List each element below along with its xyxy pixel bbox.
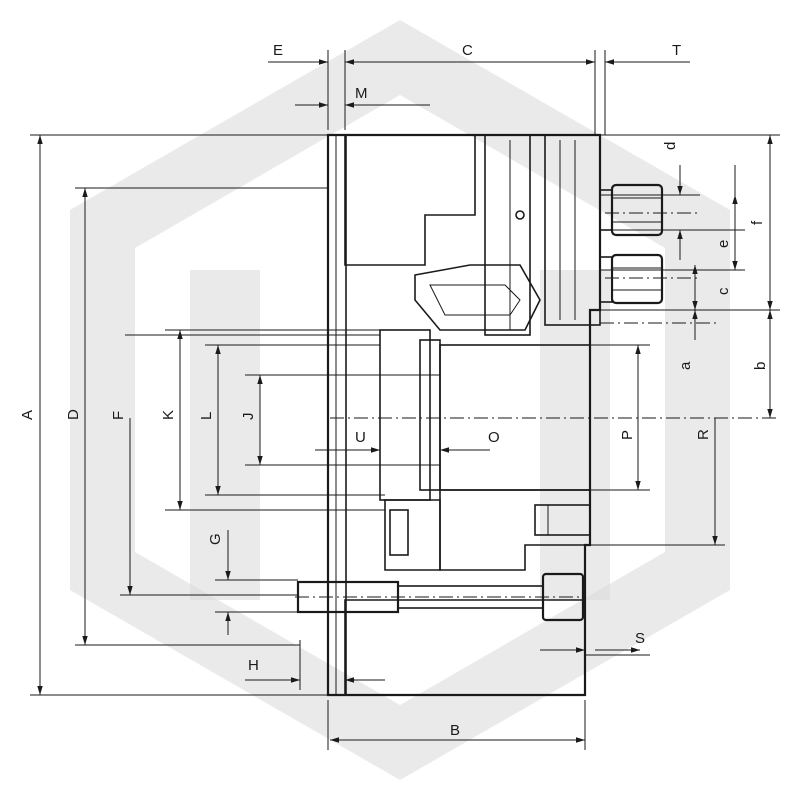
label-a: a	[677, 361, 694, 370]
label-B: B	[450, 722, 460, 739]
extension-lines	[30, 50, 780, 750]
label-F: F	[110, 411, 127, 420]
label-O: O	[488, 429, 500, 446]
label-U: U	[355, 429, 366, 446]
label-f: f	[749, 220, 766, 225]
label-G: G	[207, 533, 224, 545]
label-T: T	[672, 42, 681, 59]
label-K: K	[160, 410, 177, 420]
label-H: H	[248, 657, 259, 674]
label-e: e	[715, 240, 732, 248]
jaw-screw-lower	[599, 253, 664, 305]
label-P: P	[619, 430, 636, 440]
label-d: d	[662, 142, 679, 150]
label-D: D	[65, 409, 82, 420]
label-S: S	[635, 630, 645, 647]
label-M: M	[355, 85, 368, 102]
label-c: c	[715, 287, 732, 295]
label-b: b	[752, 362, 769, 370]
dimension-lines	[37, 59, 773, 743]
label-C: C	[462, 42, 473, 59]
label-E: E	[273, 42, 283, 59]
label-A: A	[19, 410, 36, 420]
label-L: L	[198, 412, 215, 420]
label-R: R	[695, 429, 712, 440]
label-J: J	[240, 413, 257, 421]
